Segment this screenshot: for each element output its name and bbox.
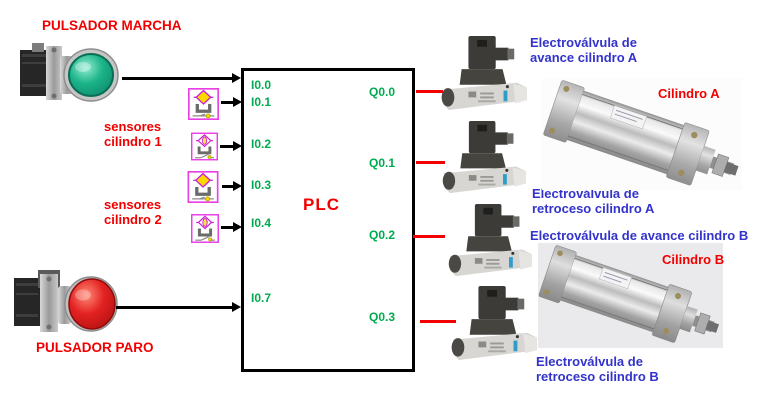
start-button-label: PULSADOR MARCHA	[42, 18, 182, 33]
plc-input-i07: I0.7	[251, 291, 272, 305]
cylinder-b-image	[538, 243, 723, 348]
wire-sensor3-to-plc	[222, 181, 242, 191]
valve-label-retract-b: Electroválvula de retroceso cilindro B	[536, 354, 659, 384]
valve-label-retract-a: Electroválvula de retroceso cilindro A	[532, 186, 655, 216]
plc-input-i01: I0.1	[251, 95, 272, 109]
solenoid-valve-image	[451, 286, 537, 361]
wire-q01-to-valve	[416, 161, 445, 164]
proximity-sensor-inactive-icon	[191, 214, 219, 243]
wire-q03-to-valve	[420, 320, 456, 323]
wire-sensor2-to-plc	[220, 141, 242, 151]
valve-label-advance-b: Electroválvula de avance cilindro B	[530, 228, 749, 243]
plc-output-q02: Q0.2	[369, 228, 396, 242]
plc-input-i04: I0.4	[251, 216, 272, 230]
plc-output-q01: Q0.1	[369, 156, 396, 170]
plc-box	[241, 68, 415, 372]
wire-stop-to-plc	[116, 302, 241, 312]
proximity-sensor-active-icon	[188, 88, 219, 120]
proximity-sensor-inactive-icon	[191, 132, 218, 161]
plc-output-q00: Q0.0	[369, 85, 396, 99]
solenoid-valve-image	[441, 36, 527, 111]
proximity-sensor-active-icon	[187, 171, 219, 203]
cylinder-b-label: Cilindro B	[662, 252, 725, 267]
solenoid-valve-image	[448, 204, 532, 277]
stop-pushbutton-image	[14, 270, 118, 332]
wire-start-to-plc	[122, 73, 241, 83]
plc-input-i02: I0.2	[251, 137, 272, 151]
wire-sensor1-to-plc	[221, 97, 242, 107]
sensor-group-1-label: sensores cilindro 1	[104, 119, 162, 149]
plc-title: PLC	[303, 195, 340, 214]
sensor-group-2-label: sensores cilindro 2	[104, 197, 162, 227]
wire-q00-to-valve	[416, 90, 443, 93]
plc-input-i03: I0.3	[251, 178, 272, 192]
valve-label-advance-a: Electroválvula de avance cilindro A	[530, 35, 638, 65]
stop-button-label: PULSADOR PARO	[36, 340, 154, 355]
cylinder-a-image	[542, 78, 742, 190]
wire-q02-to-valve	[413, 235, 445, 238]
plc-input-i00: I0.0	[251, 78, 272, 92]
cylinder-a-label: Cilindro A	[658, 86, 720, 101]
wire-sensor4-to-plc	[221, 222, 242, 232]
plc-output-q03: Q0.3	[369, 310, 396, 324]
start-pushbutton-image	[20, 43, 119, 102]
solenoid-valve-image	[442, 121, 526, 194]
